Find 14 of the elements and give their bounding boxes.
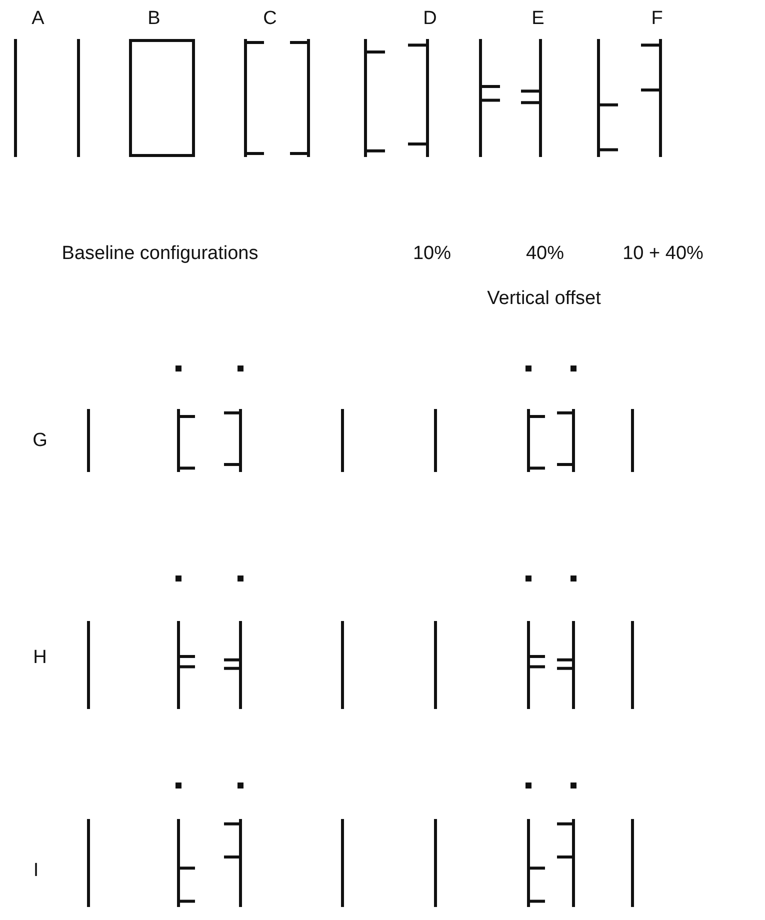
column-label: E [532, 8, 544, 30]
column-label: C [263, 8, 277, 30]
row-label: H [33, 647, 47, 669]
caption: 10% [412, 243, 452, 265]
row-label: I [33, 860, 39, 882]
caption: 40% [526, 243, 564, 265]
column-label: F [651, 8, 663, 30]
column-label: D [423, 8, 437, 30]
caption: 10 + 40% [622, 243, 704, 265]
caption: Baseline configurations [62, 243, 258, 265]
column-label: B [148, 8, 160, 30]
row-label: G [32, 430, 48, 452]
caption: Vertical offset [487, 288, 601, 310]
column-label: A [32, 8, 44, 30]
